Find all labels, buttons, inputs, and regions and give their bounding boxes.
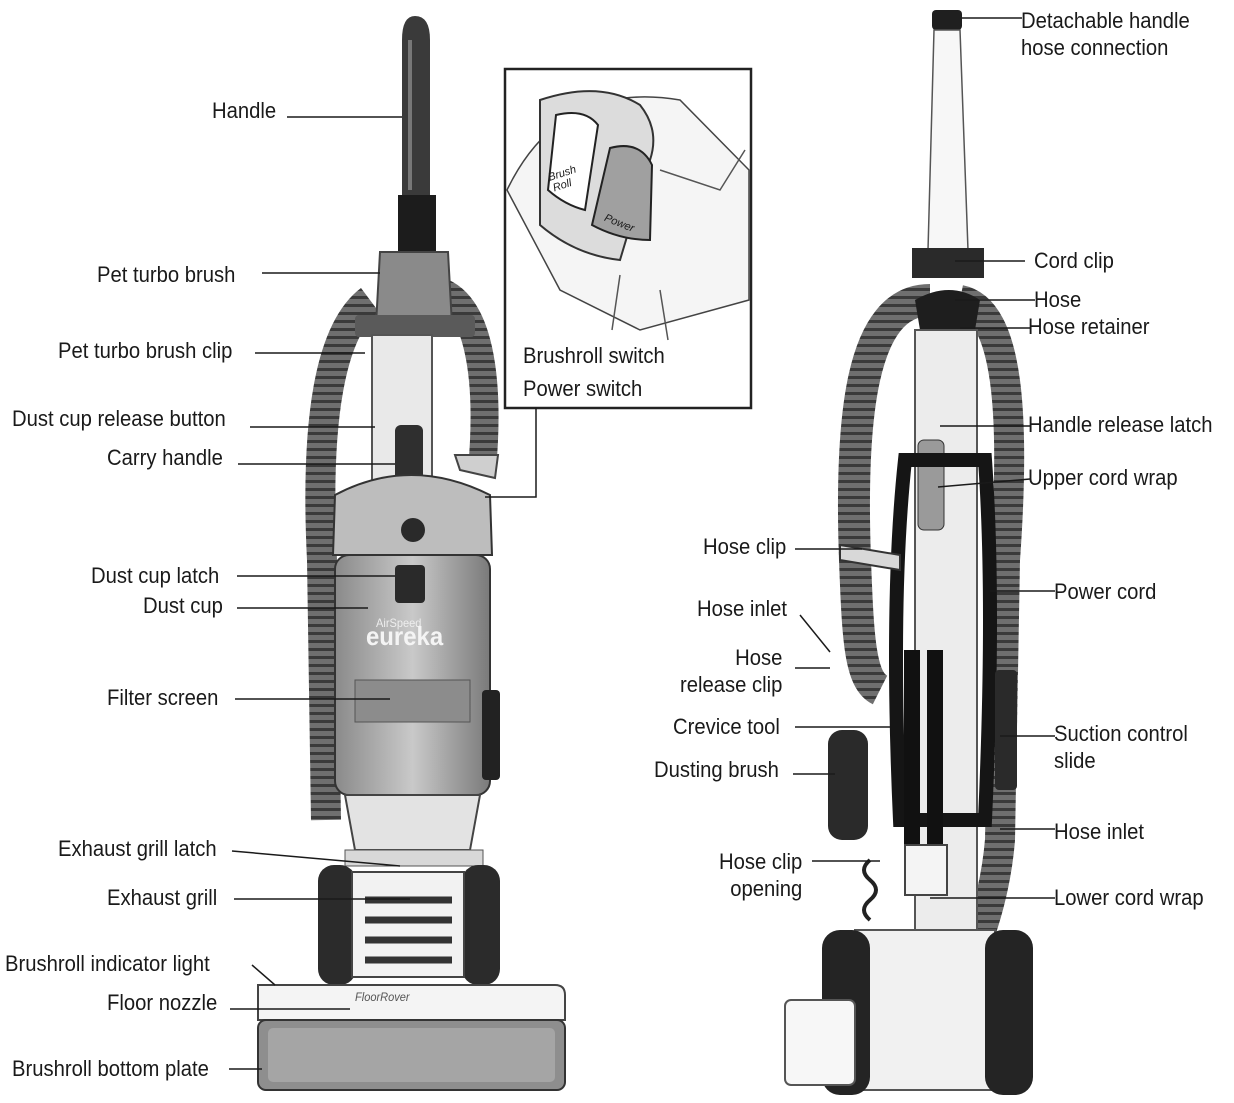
hose-retainer-shape: [915, 290, 980, 330]
front-side-grip: [482, 690, 500, 780]
rear-vacuum-illustration: [784, 10, 1033, 1095]
label-lower-cord-wrap: Lower cord wrap: [1054, 885, 1204, 910]
label-hose-inlet-right: Hose inlet: [1054, 819, 1145, 844]
brand-logo-text: eureka: [366, 621, 444, 651]
exhaust-grill-slats: [365, 896, 452, 964]
front-wheel-left: [318, 865, 356, 985]
coil-cord: [862, 858, 878, 922]
label-dust-cup-release-button: Dust cup release button: [12, 406, 226, 431]
label-detachable-handle-hose-connection: Detachable handle hose connection: [1021, 8, 1190, 60]
label-dusting-brush: Dusting brush: [654, 757, 779, 782]
front-wheel-right: [462, 865, 500, 985]
label-hose: Hose: [1034, 287, 1082, 312]
inset-detail-lines-2: [611, 274, 669, 341]
front-lower-housing: [343, 794, 482, 851]
label-pet-turbo-brush: Pet turbo brush: [97, 262, 236, 287]
label-crevice-tool: Crevice tool: [673, 714, 780, 739]
label-brushroll-indicator-light: Brushroll indicator light: [5, 951, 210, 976]
nozzle-text: FloorRover: [355, 990, 410, 1004]
rear-nozzle-edge: [784, 999, 856, 1086]
detachable-handle-cap: [932, 10, 962, 30]
label-dust-cup: Dust cup: [143, 593, 223, 618]
label-pet-turbo-brush-clip: Pet turbo brush clip: [58, 338, 233, 363]
rear-hose-left: [837, 284, 932, 705]
label-suction-control-slide: Suction control slide: [1054, 721, 1188, 773]
rear-wheel-right: [985, 930, 1033, 1095]
exhaust-grill-latch-shape: [344, 849, 484, 867]
label-hose-clip-opening: Hose clip opening: [719, 849, 803, 901]
dust-cup-latch-shape: [395, 565, 425, 603]
dusting-brush-shape: [828, 730, 868, 840]
label-floor-nozzle: Floor nozzle: [107, 990, 218, 1015]
rear-body-column: [914, 329, 978, 931]
hose-clip-shape: [839, 543, 901, 572]
label-exhaust-grill-latch: Exhaust grill latch: [58, 836, 217, 861]
power-button-shape: [590, 145, 654, 242]
label-hose-retainer: Hose retainer: [1028, 314, 1150, 339]
pet-turbo-brush-clip-bar: [355, 315, 475, 337]
label-exhaust-grill: Exhaust grill: [107, 885, 218, 910]
label-handle: Handle: [212, 98, 277, 123]
label-brushroll-switch: Brushroll switch: [523, 343, 665, 368]
rear-base: [854, 929, 996, 1091]
suction-control-slide-shape: [995, 670, 1017, 790]
label-filter-screen: Filter screen: [107, 685, 219, 710]
switch-inset: [503, 67, 753, 410]
dust-cup-lid: [331, 474, 494, 556]
label-handle-release-latch: Handle release latch: [1028, 412, 1213, 437]
front-hose-left: [305, 288, 380, 821]
brushroll-button-shape: [546, 112, 600, 212]
front-vacuum-illustration: [257, 16, 566, 1091]
label-brushroll-bottom-plate: Brushroll bottom plate: [12, 1056, 209, 1081]
label-dust-cup-latch: Dust cup latch: [91, 563, 220, 588]
cord-clip-shape: [912, 248, 984, 278]
bottom-plate-inner: [268, 1028, 555, 1082]
label-hose-clip: Hose clip: [703, 534, 787, 559]
label-cord-clip: Cord clip: [1034, 248, 1114, 273]
brand-emblem: [401, 518, 425, 542]
label-carry-handle: Carry handle: [107, 445, 223, 470]
filter-screen-shape: [354, 679, 471, 723]
pet-turbo-brush-body: [374, 251, 454, 326]
label-hose-inlet-left: Hose inlet: [697, 596, 788, 621]
inset-pointer-bracket: [453, 454, 500, 480]
label-upper-cord-wrap: Upper cord wrap: [1028, 465, 1178, 490]
front-handle-collar: [398, 195, 436, 255]
label-hose-release-clip: Hose release clip: [680, 645, 783, 697]
cup-text-small: AirSpeed: [376, 616, 422, 630]
crevice-tool-shape: [904, 650, 943, 860]
label-power-cord: Power cord: [1054, 579, 1157, 604]
rear-handle-wand: [927, 29, 969, 251]
hose-clip-opening-shape: [904, 844, 948, 896]
floor-nozzle-shape: [257, 984, 566, 1021]
label-power-switch: Power switch: [523, 376, 643, 401]
front-handle-grip: [402, 16, 430, 195]
inset-detail-lines: [659, 149, 746, 191]
leader-lines: [229, 17, 1055, 1070]
